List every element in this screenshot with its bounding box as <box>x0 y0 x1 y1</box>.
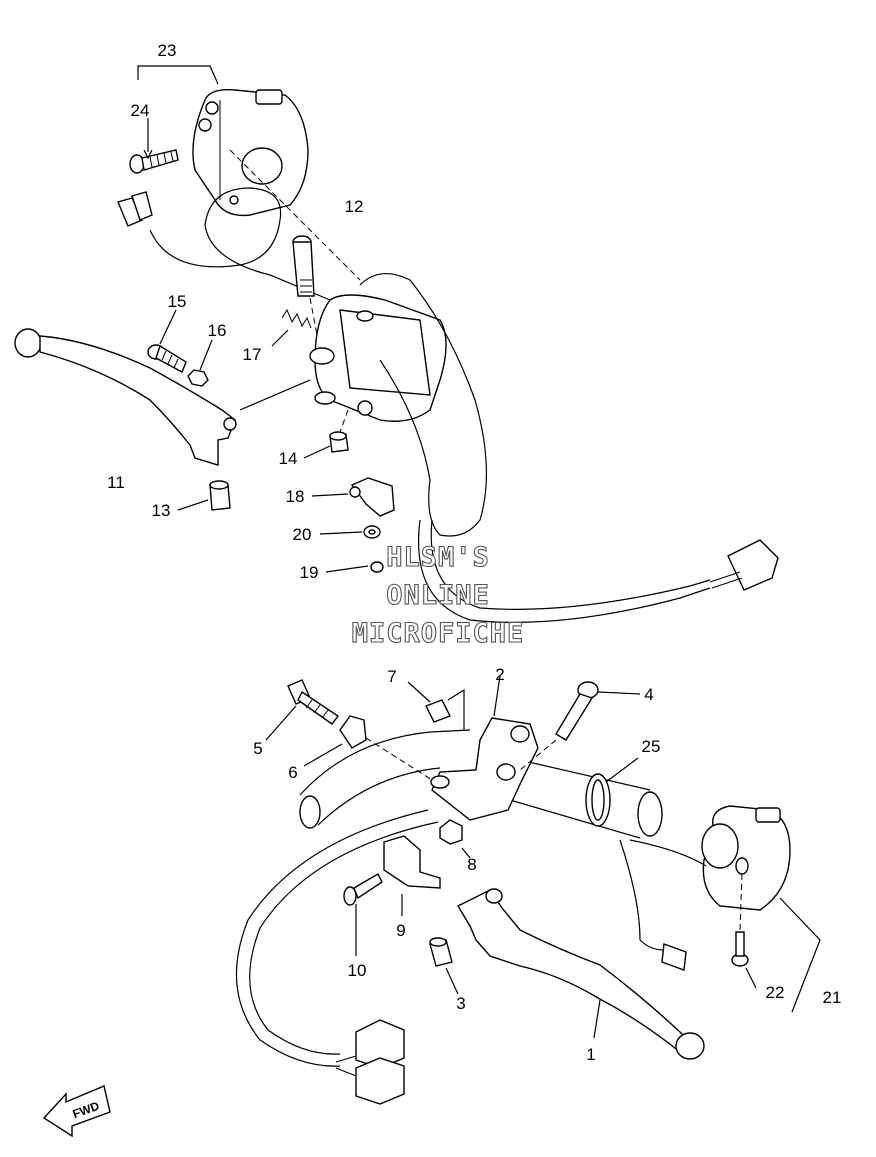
screw-10 <box>343 873 383 956</box>
callout-6: 6 <box>288 763 297 782</box>
watermark-line-1: HLSM'S <box>386 542 490 573</box>
switch-wire-lower <box>619 839 707 971</box>
watermark-line-2: ONLINE <box>386 580 490 611</box>
bushing-14 <box>303 409 349 459</box>
nut-8 <box>439 819 471 859</box>
callout-2: 2 <box>495 665 504 684</box>
screw-22 <box>731 873 757 989</box>
nut-16 <box>187 339 213 387</box>
callout-17: 17 <box>243 345 262 364</box>
harness-lower <box>235 809 439 1105</box>
callout-8: 8 <box>467 855 476 874</box>
callout-1: 1 <box>586 1045 595 1064</box>
grip-ring-25 <box>585 757 639 827</box>
lower-assembly <box>235 675 821 1105</box>
collar-13 <box>177 480 231 511</box>
callout-11: 11 <box>107 473 125 492</box>
clutch-bracket-2 <box>430 675 539 821</box>
handlebar-switch-left <box>192 89 309 217</box>
bracket-23 <box>137 65 219 85</box>
callout-18: 18 <box>286 487 305 506</box>
nut-6 <box>303 715 433 781</box>
callout-12: 12 <box>345 197 364 216</box>
callout-19: 19 <box>300 563 319 582</box>
collar-3 <box>429 937 459 995</box>
callout-22: 22 <box>766 983 785 1002</box>
clutch-switch-9 <box>383 835 441 916</box>
upper-assembly <box>14 65 779 623</box>
bolt-5 <box>265 679 340 741</box>
callout-7: 7 <box>387 667 396 686</box>
screw-19 <box>325 561 384 573</box>
handlebar-switch-right <box>701 805 821 1013</box>
brake-switch-18 <box>311 477 395 517</box>
brake-lever-11 <box>14 328 237 466</box>
callout-25: 25 <box>642 737 661 756</box>
callout-10: 10 <box>348 961 367 980</box>
bolt-12 <box>292 235 319 341</box>
callout-13: 13 <box>152 501 171 520</box>
watermark-line-3: MICROFICHE <box>352 618 525 649</box>
master-cylinder <box>229 149 488 537</box>
callout-4: 4 <box>644 685 653 704</box>
watermark: HLSM'S ONLINE MICROFICHE <box>351 541 525 649</box>
callout-5: 5 <box>253 739 262 758</box>
callout-16: 16 <box>208 321 227 340</box>
callout-15: 15 <box>168 292 187 311</box>
handlebar-tube <box>299 729 663 839</box>
callout-labels: 23 24 12 15 16 17 14 11 18 13 20 19 2 7 … <box>107 41 841 1064</box>
switch-wire <box>117 187 331 301</box>
screw-7 <box>407 681 465 730</box>
bolt-15 <box>147 309 187 373</box>
callout-24: 24 <box>131 101 150 120</box>
callout-21: 21 <box>823 988 842 1007</box>
spring-17 <box>271 308 312 347</box>
forward-direction-badge: FWD <box>42 1085 111 1138</box>
callout-14: 14 <box>279 449 298 468</box>
callout-3: 3 <box>456 994 465 1013</box>
clutch-lever-1 <box>457 888 705 1060</box>
bolt-4 <box>519 681 641 771</box>
callout-20: 20 <box>293 525 312 544</box>
washer-20 <box>319 525 381 539</box>
callout-9: 9 <box>396 921 405 940</box>
callout-23: 23 <box>158 41 177 60</box>
switch-cable-connector <box>418 519 779 623</box>
screw-24 <box>129 118 179 174</box>
